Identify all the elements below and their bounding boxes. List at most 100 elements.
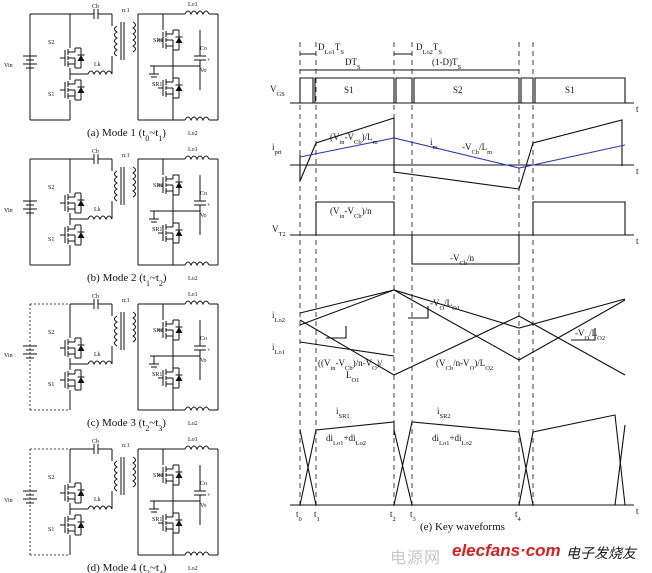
ilo2-waveform xyxy=(299,289,626,329)
sr1-label: SR1 xyxy=(152,372,162,378)
ilo1-rise-a xyxy=(299,289,395,326)
caption-waveforms: (e) Key waveforms xyxy=(420,521,505,533)
isr2-waveform xyxy=(393,421,520,506)
turns-ratio-label: n:1 xyxy=(122,8,130,14)
s2-label: S2 xyxy=(48,330,54,336)
capacitor-cb xyxy=(93,153,99,165)
vin-label: Vin xyxy=(4,498,13,504)
vt2-neg-label: -VCb/n xyxy=(450,253,475,267)
vt2-pos-pulse-b xyxy=(532,201,626,235)
lo2-label: Lo2 xyxy=(188,421,198,427)
isr-t-label: t xyxy=(636,506,639,516)
ipri-label: ipri xyxy=(272,142,282,156)
lk-label: Lk xyxy=(94,207,101,213)
vt2-pos-pulse-a xyxy=(315,201,395,235)
dlo2-ts-label: DLo2TS xyxy=(416,42,442,56)
inductor-lo1 xyxy=(184,155,210,160)
switch-s2 xyxy=(59,337,85,359)
lo2-label: Lo2 xyxy=(188,131,198,137)
transformer-secondary xyxy=(132,311,136,343)
vt2-label: VT2 xyxy=(272,224,286,238)
vgs-s2-label: S2 xyxy=(453,85,463,95)
turns-ratio-label: n:1 xyxy=(122,298,130,304)
isr2-di-label: diLo1+diLo2 xyxy=(432,433,472,447)
time-label-4: t4 xyxy=(515,509,522,523)
ilo-fall-b xyxy=(393,289,520,361)
s2-label: S2 xyxy=(48,40,54,46)
switch-s2 xyxy=(59,482,85,504)
inductor-lo2 xyxy=(184,116,210,121)
co-label: Co xyxy=(200,481,207,487)
capacitor-cb xyxy=(93,8,99,20)
plus-label: + xyxy=(207,203,211,209)
ilo1-fall-a xyxy=(299,319,395,376)
transformer-secondary xyxy=(132,166,136,198)
co-label: Co xyxy=(200,191,207,197)
time-label-0: t0 xyxy=(296,509,302,523)
watermark-logo: elecfans·com xyxy=(452,541,561,560)
isr-transition-a xyxy=(299,429,317,506)
transformer-secondary xyxy=(132,456,136,488)
plus-label: + xyxy=(207,493,211,499)
lo2-label: Lo2 xyxy=(188,566,198,572)
inductor-lo2 xyxy=(184,406,210,411)
transformer-primary xyxy=(114,25,118,57)
lo1-label: Lo1 xyxy=(188,437,198,443)
sync-rectifier-sr1 xyxy=(157,222,183,244)
caption-circuit-mode-2: (b) Mode 2 (t1~t2) xyxy=(87,272,167,288)
lo1-label: Lo1 xyxy=(188,147,198,153)
caption-circuit-mode-4: (d) Mode 4 (t3~t4) xyxy=(87,562,167,573)
co-label: Co xyxy=(200,46,207,52)
ilo1-rise-label: ((Vin-VCb)/n-VO)/ xyxy=(318,358,383,372)
cb-label: Cb xyxy=(92,439,99,445)
switch-s1 xyxy=(59,224,85,246)
s1-label: S1 xyxy=(48,237,54,243)
watermark-brand: 电子发烧友 xyxy=(566,546,636,562)
vgs-t-label: t xyxy=(636,104,639,114)
ipri-t-label: t xyxy=(636,166,639,176)
lk-label: Lk xyxy=(94,497,101,503)
capacitor-cb xyxy=(93,443,99,455)
ilo-rise-b xyxy=(393,315,520,376)
cb-label: Cb xyxy=(92,149,99,155)
plus-label: + xyxy=(207,348,211,354)
time-label-1: t1 xyxy=(314,509,320,523)
ipri-waveform xyxy=(299,117,623,190)
lo1-label: Lo1 xyxy=(188,2,198,8)
ilo-slope-o2-label: -VO/LO2 xyxy=(575,328,605,342)
co-label: Co xyxy=(200,336,207,342)
vo-label: Vo xyxy=(200,213,207,219)
transformer-primary xyxy=(114,460,118,492)
vgs-s1-pulse-a xyxy=(299,77,395,103)
ilo2-label: iLo2 xyxy=(272,310,285,324)
time-label-2: t2 xyxy=(390,509,396,523)
transformer-primary xyxy=(114,315,118,347)
inductor-lo1 xyxy=(184,300,210,305)
inductor-lo2 xyxy=(184,261,210,266)
time-label-3: t3 xyxy=(410,509,416,523)
switch-s2 xyxy=(59,192,85,214)
slope-triangle-lo1 xyxy=(326,326,347,339)
ipri-slope-pos-label: (Vin-VCb)/Lm xyxy=(330,132,378,146)
capacitor-cb xyxy=(93,298,99,310)
sr1-label: SR1 xyxy=(152,82,162,88)
inductor-lk xyxy=(87,70,113,75)
vin-label: Vin xyxy=(4,353,13,359)
vo-label: Vo xyxy=(200,358,207,364)
vin-label: Vin xyxy=(4,63,13,69)
ilo-rise-c xyxy=(518,299,626,361)
sr2-label: SR2 xyxy=(153,183,163,189)
vgs-s1-label: S1 xyxy=(344,85,354,95)
s2-label: S2 xyxy=(48,475,54,481)
ilo1-rise-label-denom: LO1 xyxy=(346,370,359,384)
slope-triangle-o2 xyxy=(571,328,596,341)
switch-s2 xyxy=(59,47,85,69)
turns-ratio-label: n:1 xyxy=(122,443,130,449)
s1-label: S1 xyxy=(48,92,54,98)
isr1-label: iSR1 xyxy=(336,406,350,420)
sync-rectifier-sr1 xyxy=(157,512,183,534)
caption-circuit-mode-3: (c) Mode 3 (t2~t3) xyxy=(87,417,166,433)
vgs-label: VGS xyxy=(270,84,285,98)
